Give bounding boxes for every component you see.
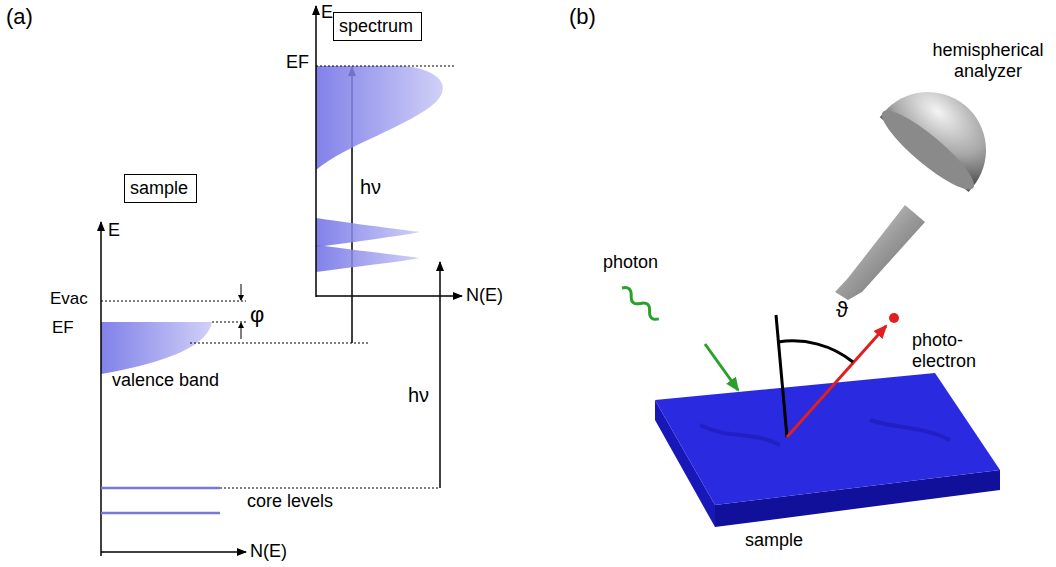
box-text: spectrum: [339, 16, 413, 36]
photon-label: photon: [603, 252, 658, 273]
angle-label: ϑ: [836, 297, 848, 322]
work-function-label: φ: [250, 302, 264, 327]
experiment-illustration: [619, 68, 1009, 527]
photon-energy-label: hν: [408, 384, 429, 407]
spectrum-plot: [316, 6, 462, 297]
axis-label: N(E): [466, 285, 503, 306]
title-box: sample: [124, 174, 197, 203]
panel-letter: (b): [569, 4, 596, 29]
electron-label: photo- electron: [912, 330, 988, 371]
title-box: spectrum: [333, 12, 422, 41]
fermi-level-label: EF: [286, 52, 309, 73]
axis-label: E: [321, 2, 333, 23]
sample-energy-diagram: [101, 67, 440, 556]
axis-label: E: [108, 220, 120, 241]
photon-energy-label: hν: [360, 176, 381, 199]
fermi-level-label: EF: [52, 318, 74, 338]
sample-label: sample: [745, 530, 803, 551]
band-label: valence band: [112, 370, 219, 391]
box-text: sample: [130, 178, 188, 198]
panel-letter: (a): [6, 4, 33, 29]
axis-label: N(E): [250, 541, 287, 562]
vacuum-level-label: Evac: [50, 289, 88, 309]
level-label: core levels: [247, 491, 333, 512]
analyzer-label: hemispherical analyzer: [926, 40, 1050, 81]
